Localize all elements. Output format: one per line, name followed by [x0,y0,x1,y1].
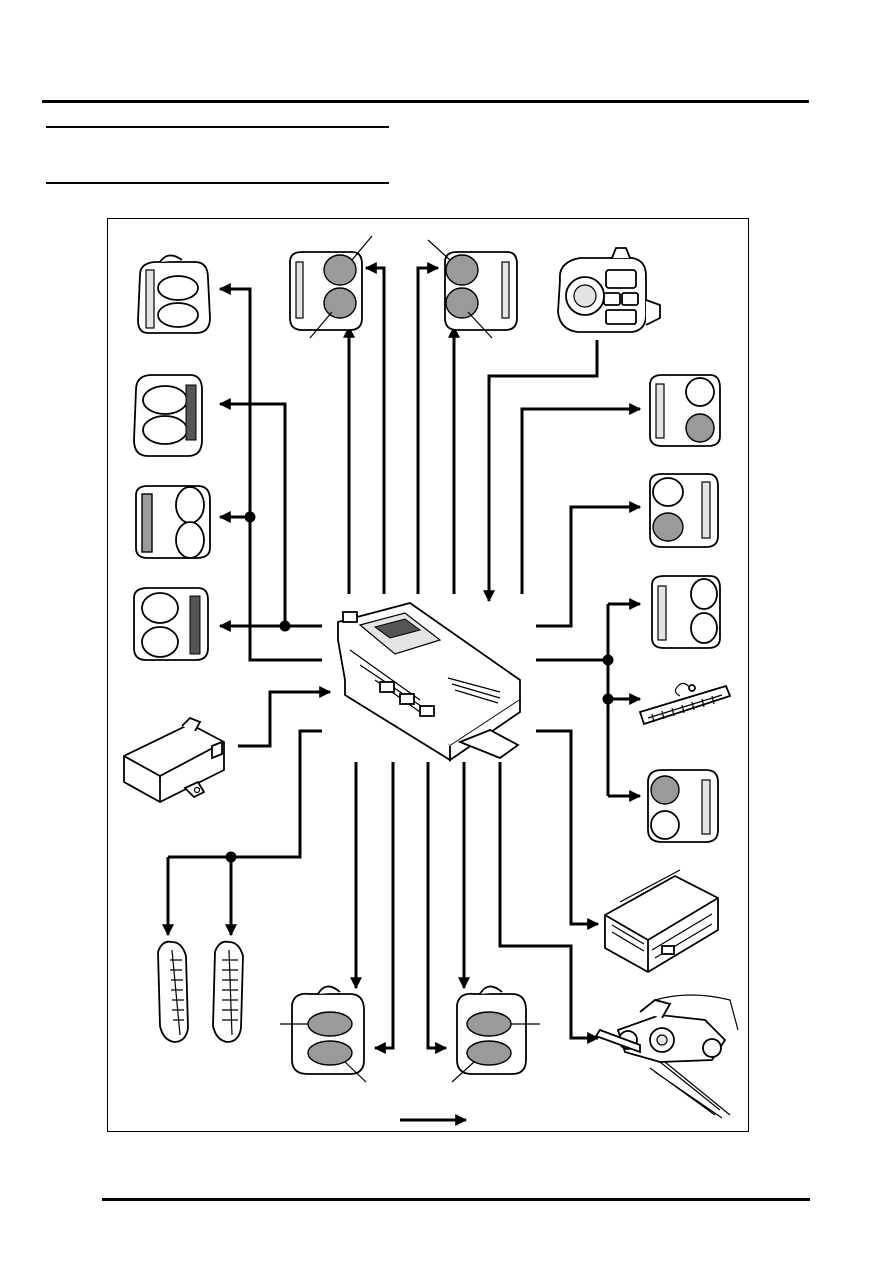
lamp-icon [135,485,211,559]
junction-dot [225,851,237,863]
wire-left-lamp-1 [218,283,322,662]
lamp-icon [647,769,719,843]
module-icon [337,602,521,762]
lamp-icon [133,374,203,457]
wire-top-lamp-a-upper [364,262,386,594]
junction-dot [602,693,614,705]
lamp-icon [289,235,373,339]
wire-bottom-lamp-b-lower [426,762,448,1054]
junction-dot [279,620,291,632]
lamp-icon [133,587,209,661]
wire-switch-in [483,340,599,603]
switch-icon [557,247,661,333]
diagram-frame [107,218,749,1132]
connection-lines [162,262,642,1126]
junction-dot [602,654,614,666]
header-subrule-top [46,126,389,128]
wire-right-lamp-1 [520,403,642,594]
wire-left-lamp-2 [218,398,287,626]
lamp-icon [649,473,719,548]
wire-sensor-in [238,686,332,748]
header-rule [42,100,809,103]
lamp-icon [451,985,540,1083]
lamp-icon [427,239,518,339]
wire-right-lamp-2 [536,501,642,628]
wire-bottom-lamp-a-lower [373,762,395,1054]
junction-dot [244,511,256,523]
lamp-icon [280,985,367,1083]
header-subrule-bottom [46,182,389,184]
side-repeater-icon [212,940,244,1043]
radio-icon [604,869,719,974]
wiper-motor-icon [594,994,739,1119]
lamp-icon [651,575,721,649]
sensor-icon [123,716,225,804]
wire-wiper [498,762,600,1044]
light-bar-icon [638,682,732,726]
wire-top-lamp-b-upper [416,262,440,594]
lamp-icon [137,254,211,334]
wire-radio [536,729,600,930]
footer-rule [102,1198,810,1201]
lamp-icon [649,374,721,447]
side-repeater-icon [157,940,189,1043]
